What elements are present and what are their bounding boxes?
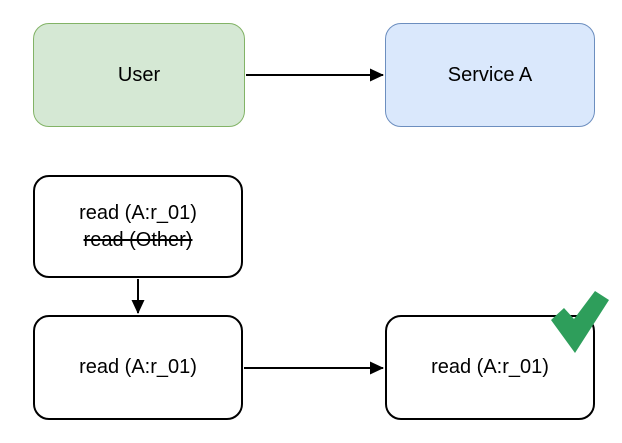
node-service-a-label: Service A [447,63,533,86]
node-service-a: Service A [385,23,595,127]
node-read-current-label: read (A:r_01) [79,356,197,378]
node-user: User [33,23,245,127]
node-read-history: read (A:r_01) read (Other) [33,175,243,278]
node-read-forwarded: read (A:r_01) [385,315,595,420]
node-user-label: User [117,63,161,86]
node-read-forwarded-label: read (A:r_01) [431,356,549,378]
node-read-current: read (A:r_01) [33,315,243,420]
checkmark-shape [551,291,609,353]
node-read-history-line1: read (A:r_01) [79,201,197,224]
node-read-history-line2-struck: read (Other) [83,228,193,251]
checkmark-icon [551,291,609,353]
